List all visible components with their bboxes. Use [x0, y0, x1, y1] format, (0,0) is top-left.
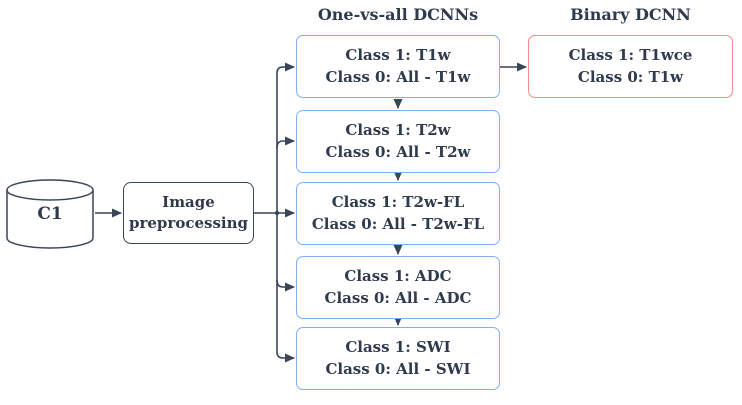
node-ova-t2w-fl: Class 1: T2w-FL Class 0: All - T2w-FL: [296, 182, 500, 245]
arrow-branch-to-box4: [276, 279, 295, 292]
database-label: C1: [37, 204, 63, 224]
node-label-line: Class 0: All - T1w: [325, 67, 471, 86]
node-label-line: Image: [162, 192, 215, 211]
junction-dot: [274, 210, 280, 216]
node-ova-t2w: Class 1: T2w Class 0: All - T2w: [296, 110, 500, 173]
node-label-line: Class 0: T1w: [577, 67, 684, 86]
node-label-line: Class 1: T1w: [345, 46, 451, 65]
node-ova-adc: Class 1: ADC Class 0: All - ADC: [296, 256, 500, 319]
arrow-trunk-to-box5: [276, 213, 295, 363]
node-label-line: Class 1: T2w-FL: [331, 193, 465, 212]
node-label-line: Class 1: ADC: [344, 267, 452, 286]
node-ova-swi: Class 1: SWI Class 0: All - SWI: [296, 327, 500, 390]
node-label-line: preprocessing: [129, 214, 248, 232]
header-one-vs-all-dcnns: One-vs-all DCNNs: [317, 5, 479, 24]
node-binary-t1wce: Class 1: T1wce Class 0: T1w: [528, 35, 733, 98]
cylinder-icon: [6, 179, 94, 249]
node-label-line: Class 1: T2w: [345, 121, 451, 140]
node-label-line: Class 1: SWI: [345, 338, 451, 357]
arrow-trunk-to-box1: [276, 62, 295, 213]
node-image-preprocessing: Image preprocessing: [123, 182, 254, 244]
node-ova-t1w: Class 1: T1w Class 0: All - T1w: [296, 35, 500, 98]
database-c1: C1: [5, 178, 95, 250]
node-label-line: Class 0: All - T2w-FL: [311, 214, 485, 233]
header-binary-dcnn: Binary DCNN: [570, 5, 691, 24]
node-label-line: Class 1: T1wce: [568, 46, 693, 65]
arrow-branch-to-box2: [276, 136, 295, 149]
node-label-line: Class 0: All - SWI: [325, 359, 471, 378]
node-label-line: Class 0: All - T2w: [325, 142, 471, 161]
node-label-line: Class 0: All - ADC: [324, 288, 472, 307]
